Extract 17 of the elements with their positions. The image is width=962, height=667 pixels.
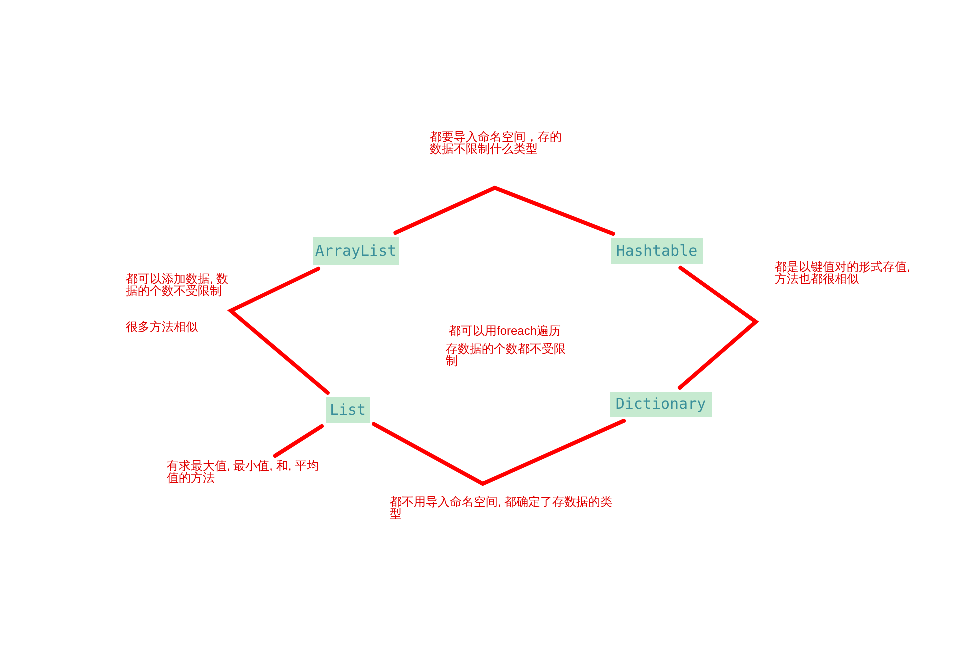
- connector-line: [372, 419, 626, 486]
- note-text: 有求最大值, 最小值, 和, 平均值的方法: [167, 460, 327, 488]
- connector-line: [678, 266, 760, 390]
- note-text: 都可以用foreach遍历: [449, 325, 562, 337]
- connector-line: [227, 267, 330, 395]
- note-text: 都要导入命名空间，存的数据不限制什么类型: [430, 131, 563, 155]
- note-text: 都不用导入命名空间, 都确定了存数据的类型: [390, 496, 614, 520]
- connector-line: [394, 186, 616, 236]
- leader-line: [273, 424, 324, 458]
- note-text: 很多方法相似: [126, 321, 199, 333]
- class-name-box: Dictionary: [610, 392, 712, 417]
- class-name-box: ArrayList: [313, 237, 399, 265]
- note-text: 都可以添加数据, 数据的个数不受限制: [126, 273, 230, 297]
- note-text: 都是以键值对的形式存值, 方法也都很相似: [775, 261, 912, 285]
- class-name-box: List: [326, 397, 370, 423]
- class-name-box: Hashtable: [611, 238, 703, 264]
- note-text: 存数据的个数都不受限制: [446, 343, 567, 367]
